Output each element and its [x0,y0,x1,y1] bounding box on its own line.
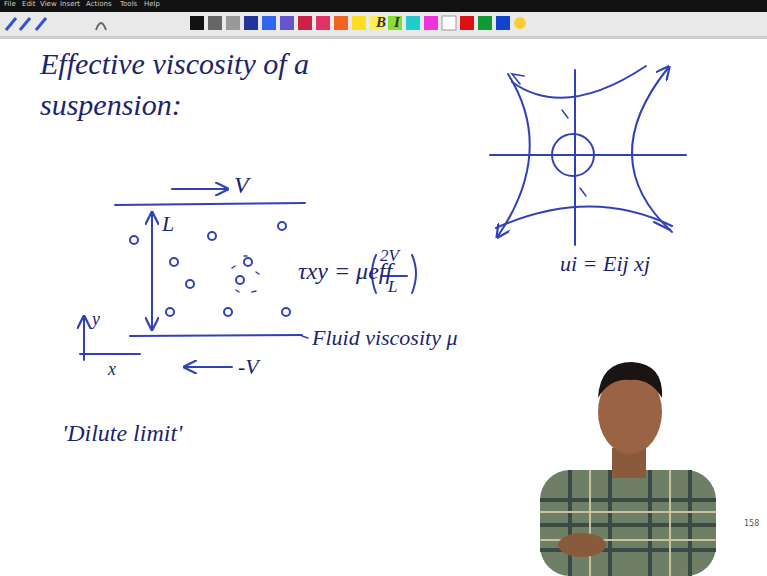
fraction-denominator: L [388,278,397,297]
menu-item: Help [144,1,160,9]
axis-label: x [108,360,116,380]
menu-item: View [40,1,57,9]
plate-velocity: -V [238,355,259,379]
regime-note: 'Dilute limit' [62,420,182,446]
toolbar-edge [0,36,767,39]
fluid-viscosity-note: Fluid viscosity μ [312,326,457,350]
toolbar-button: I [394,14,400,31]
axis-label: y [92,310,100,330]
velocity-field: ui = Eij xj [560,252,650,276]
menu-bar [0,0,767,12]
menu-item: File [4,1,16,9]
plate-velocity: V [234,172,249,198]
menu-item: Edit [22,1,36,9]
gap-width: L [162,212,174,236]
menu-item: Actions [86,1,112,9]
stress-formula: τxy = μeff [298,258,392,284]
toolbar-button: B [376,14,386,31]
extensional-flow-sketch [490,66,686,245]
lecturer [540,362,716,576]
page-number: 158 [744,520,759,529]
toolbar-icons [6,16,526,30]
slide-title: Effective viscosity of a suspension: [40,44,340,125]
fraction-numerator: 2V [380,247,399,266]
menu-item: Tools [120,1,137,9]
menu-item: Insert [60,1,80,9]
toolbar [0,12,767,36]
